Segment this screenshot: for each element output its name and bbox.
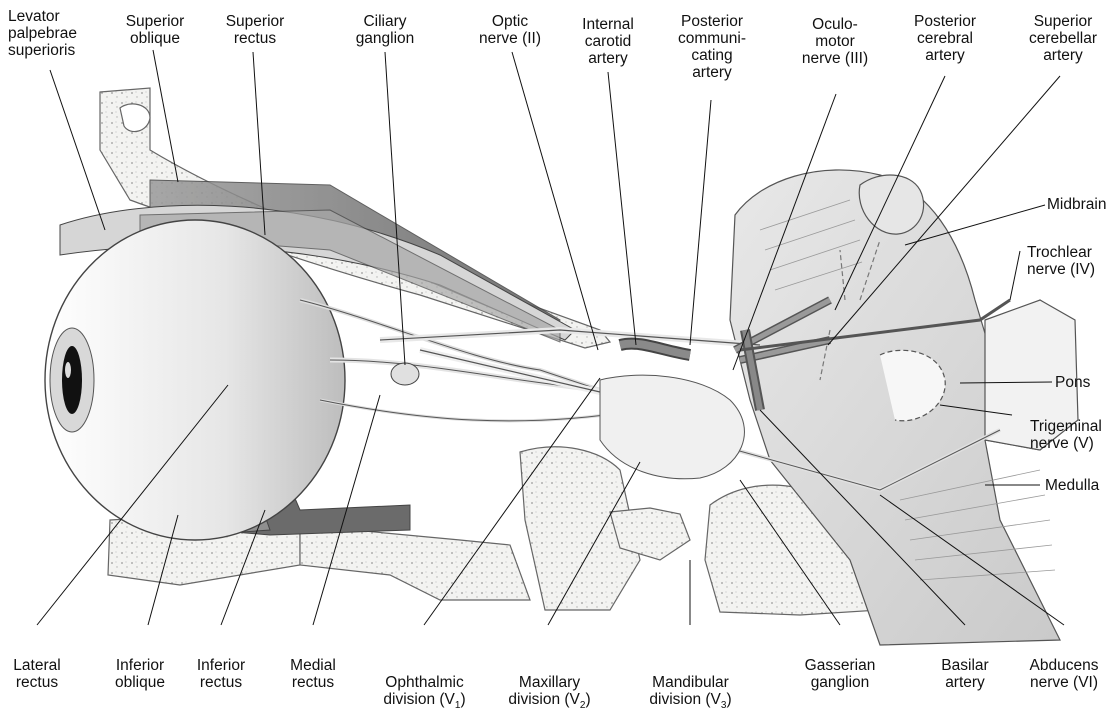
mandibular-line1: Mandibular: [652, 674, 729, 691]
label-medial-rectus: Medial rectus: [278, 657, 348, 691]
ophthalmic-close: ): [460, 691, 465, 708]
label-basilar-artery: Basilar artery: [925, 657, 1005, 691]
mandibular-close: ): [726, 691, 731, 708]
label-oculomotor-nerve: Oculo- motor nerve (III): [790, 16, 880, 67]
label-inferior-rectus: Inferior rectus: [184, 657, 258, 691]
maxillary-close: ): [585, 691, 590, 708]
maxillary-line2: division (V: [508, 691, 580, 708]
ophthalmic-line2: division (V: [383, 691, 455, 708]
label-abducens-nerve: Abducens nerve (VI): [1015, 657, 1113, 691]
label-lateral-rectus: Lateral rectus: [2, 657, 72, 691]
label-pons: Pons: [1055, 374, 1090, 391]
label-posterior-cerebral-artery: Posterior cerebral artery: [900, 13, 990, 64]
label-gasserian-ganglion: Gasserian ganglion: [793, 657, 887, 691]
label-midbrain: Midbrain: [1047, 196, 1106, 213]
ciliary-ganglion-shape: [391, 363, 419, 385]
mandibular-line2: division (V: [649, 691, 721, 708]
maxillary-line1: Maxillary: [519, 674, 580, 691]
label-medulla: Medulla: [1045, 477, 1099, 494]
label-superior-oblique: Superior oblique: [115, 13, 195, 47]
label-internal-carotid-artery: Internal carotid artery: [568, 16, 648, 67]
label-ciliary-ganglion: Ciliary ganglion: [345, 13, 425, 47]
label-optic-nerve: Optic nerve (II): [465, 13, 555, 47]
label-trigeminal-nerve: Trigeminal nerve (V): [1030, 418, 1102, 452]
label-inferior-oblique: Inferior oblique: [103, 657, 177, 691]
gasserian-ganglion-shape: [600, 375, 744, 479]
label-superior-rectus: Superior rectus: [215, 13, 295, 47]
label-superior-cerebellar-artery: Superior cerebellar artery: [1015, 13, 1111, 64]
eyeball: [45, 220, 345, 540]
label-trochlear-nerve: Trochlear nerve (IV): [1027, 244, 1095, 278]
ophthalmic-line1: Ophthalmic: [385, 674, 463, 691]
anatomy-illustration: [0, 0, 1119, 695]
label-levator-palpebrae-superioris: Levator palpebrae superioris: [8, 8, 77, 59]
label-posterior-communicating-artery: Posterior communi- cating artery: [662, 13, 762, 81]
